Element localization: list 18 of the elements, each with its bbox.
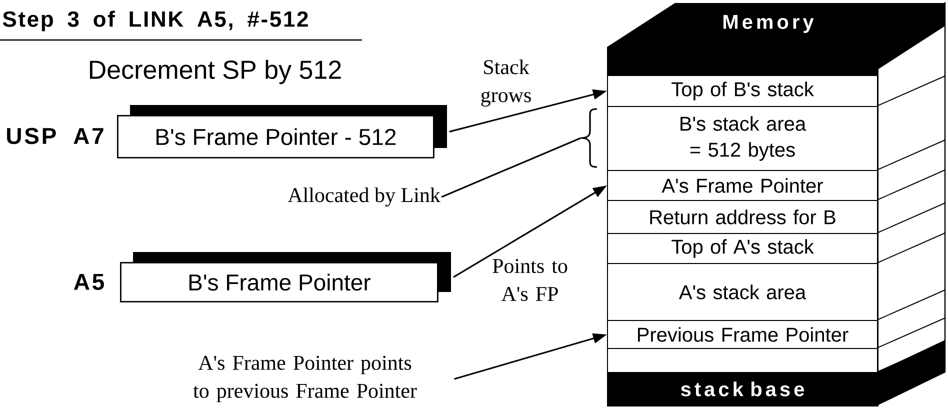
register-name: A5	[74, 274, 104, 290]
memory-cell: Top of A's stack	[607, 233, 878, 264]
edge-label: Points to A's FP	[492, 258, 568, 302]
annotation: Allocated by Link	[288, 187, 440, 207]
brace	[580, 108, 598, 168]
leader-line	[441, 137, 582, 198]
memory-cell: Previous Frame Pointer	[607, 320, 878, 349]
empty-cell	[607, 348, 878, 373]
title: Step 3 of LINK A5, #-512	[2, 10, 308, 32]
memory-cell: A's Frame Pointer	[607, 170, 878, 201]
node-label: Memory	[723, 15, 814, 33]
annotation: A's Frame Pointer points to previous Frame Pointer	[193, 356, 417, 402]
memory-cell: Top of B's stack	[607, 75, 878, 107]
edge-label: Stack grows	[481, 59, 531, 107]
register-box: B's Frame Pointer - 512	[117, 105, 447, 158]
register-name: USP A7	[7, 128, 104, 144]
register-box: B's Frame Pointer	[120, 252, 451, 302]
memory-cell: Return address for B	[607, 200, 878, 234]
